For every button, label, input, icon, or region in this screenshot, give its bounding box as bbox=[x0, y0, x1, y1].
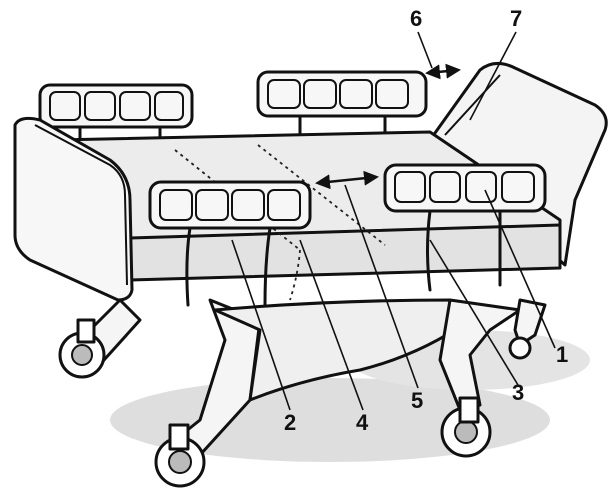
callout-6: 6 bbox=[410, 6, 422, 31]
far-side-rail-right bbox=[256, 70, 428, 142]
callout-labels: 1 2 3 4 5 6 7 bbox=[284, 6, 568, 435]
wheel-front-left bbox=[58, 318, 106, 379]
wheel-rear-small bbox=[508, 336, 532, 360]
leader-lines bbox=[231, 31, 556, 411]
callout-7: 7 bbox=[510, 6, 522, 31]
footboard bbox=[13, 116, 134, 302]
callout-1: 1 bbox=[556, 342, 568, 367]
near-side-rail-foot bbox=[148, 180, 312, 307]
callout-4: 4 bbox=[356, 410, 369, 435]
caster-wheels bbox=[58, 318, 532, 488]
wheel-rear-right bbox=[440, 396, 492, 458]
callout-2: 2 bbox=[284, 410, 296, 435]
near-side-rail-head bbox=[383, 163, 547, 292]
gap-arrow-rails bbox=[315, 170, 379, 190]
callout-3: 3 bbox=[512, 380, 524, 405]
far-side-rail-left bbox=[38, 83, 194, 152]
callout-5: 5 bbox=[411, 388, 423, 413]
gap-arrow-headboard bbox=[425, 63, 461, 80]
wheel-front-right bbox=[154, 423, 206, 488]
gap-arrows bbox=[315, 63, 461, 190]
